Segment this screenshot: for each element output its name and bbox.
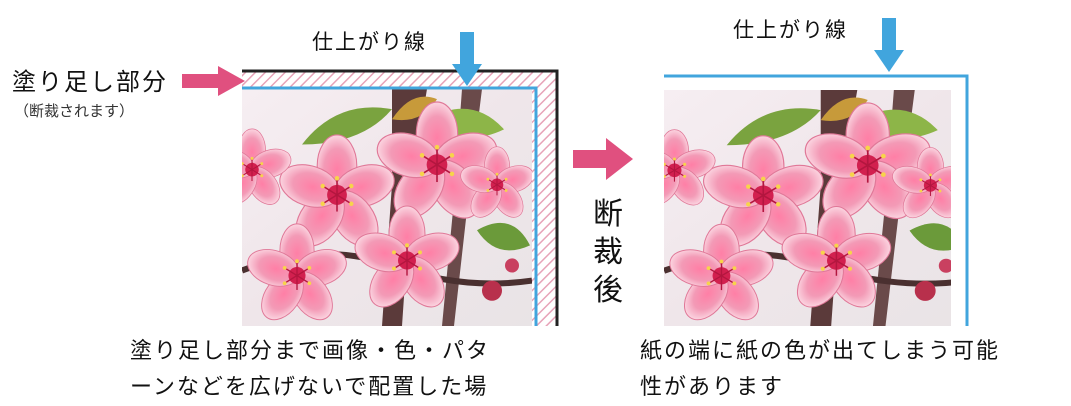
bleed-pointer-arrow [182,66,245,96]
blossom-photo-left [209,89,537,328]
trim-line-right [664,74,969,326]
trim-down-arrow-right [874,18,904,72]
trim-label-left: 仕上がり線 [312,30,427,54]
bleed-border [242,69,559,326]
trim-down-arrow-left [452,32,482,86]
caption-right-line2: 性があります [640,375,785,400]
caption-left-line2: ーンなどを広げないで配置した場 [130,375,489,400]
blossom-photo-right [630,90,972,328]
caption-left-line1: 塗り足し部分まで画像・色・パタ [130,339,491,364]
process-arrow [573,138,633,180]
caption-left: 塗り足し部分まで画像・色・パタ ーンなどを広げないで配置した場 [130,334,490,406]
trim-label-right: 仕上がり線 [733,18,848,42]
bleed-sublabel: （断裁されます） [14,102,135,120]
after-cut-label: 断裁後 [593,197,623,308]
bleed-label: 塗り足し部分 [12,68,168,96]
caption-right-line1: 紙の端に紙の色が出てしまう可能 [640,339,1001,364]
trim-line-left [242,86,538,326]
caption-right: 紙の端に紙の色が出てしまう可能 性があります [640,334,1000,406]
